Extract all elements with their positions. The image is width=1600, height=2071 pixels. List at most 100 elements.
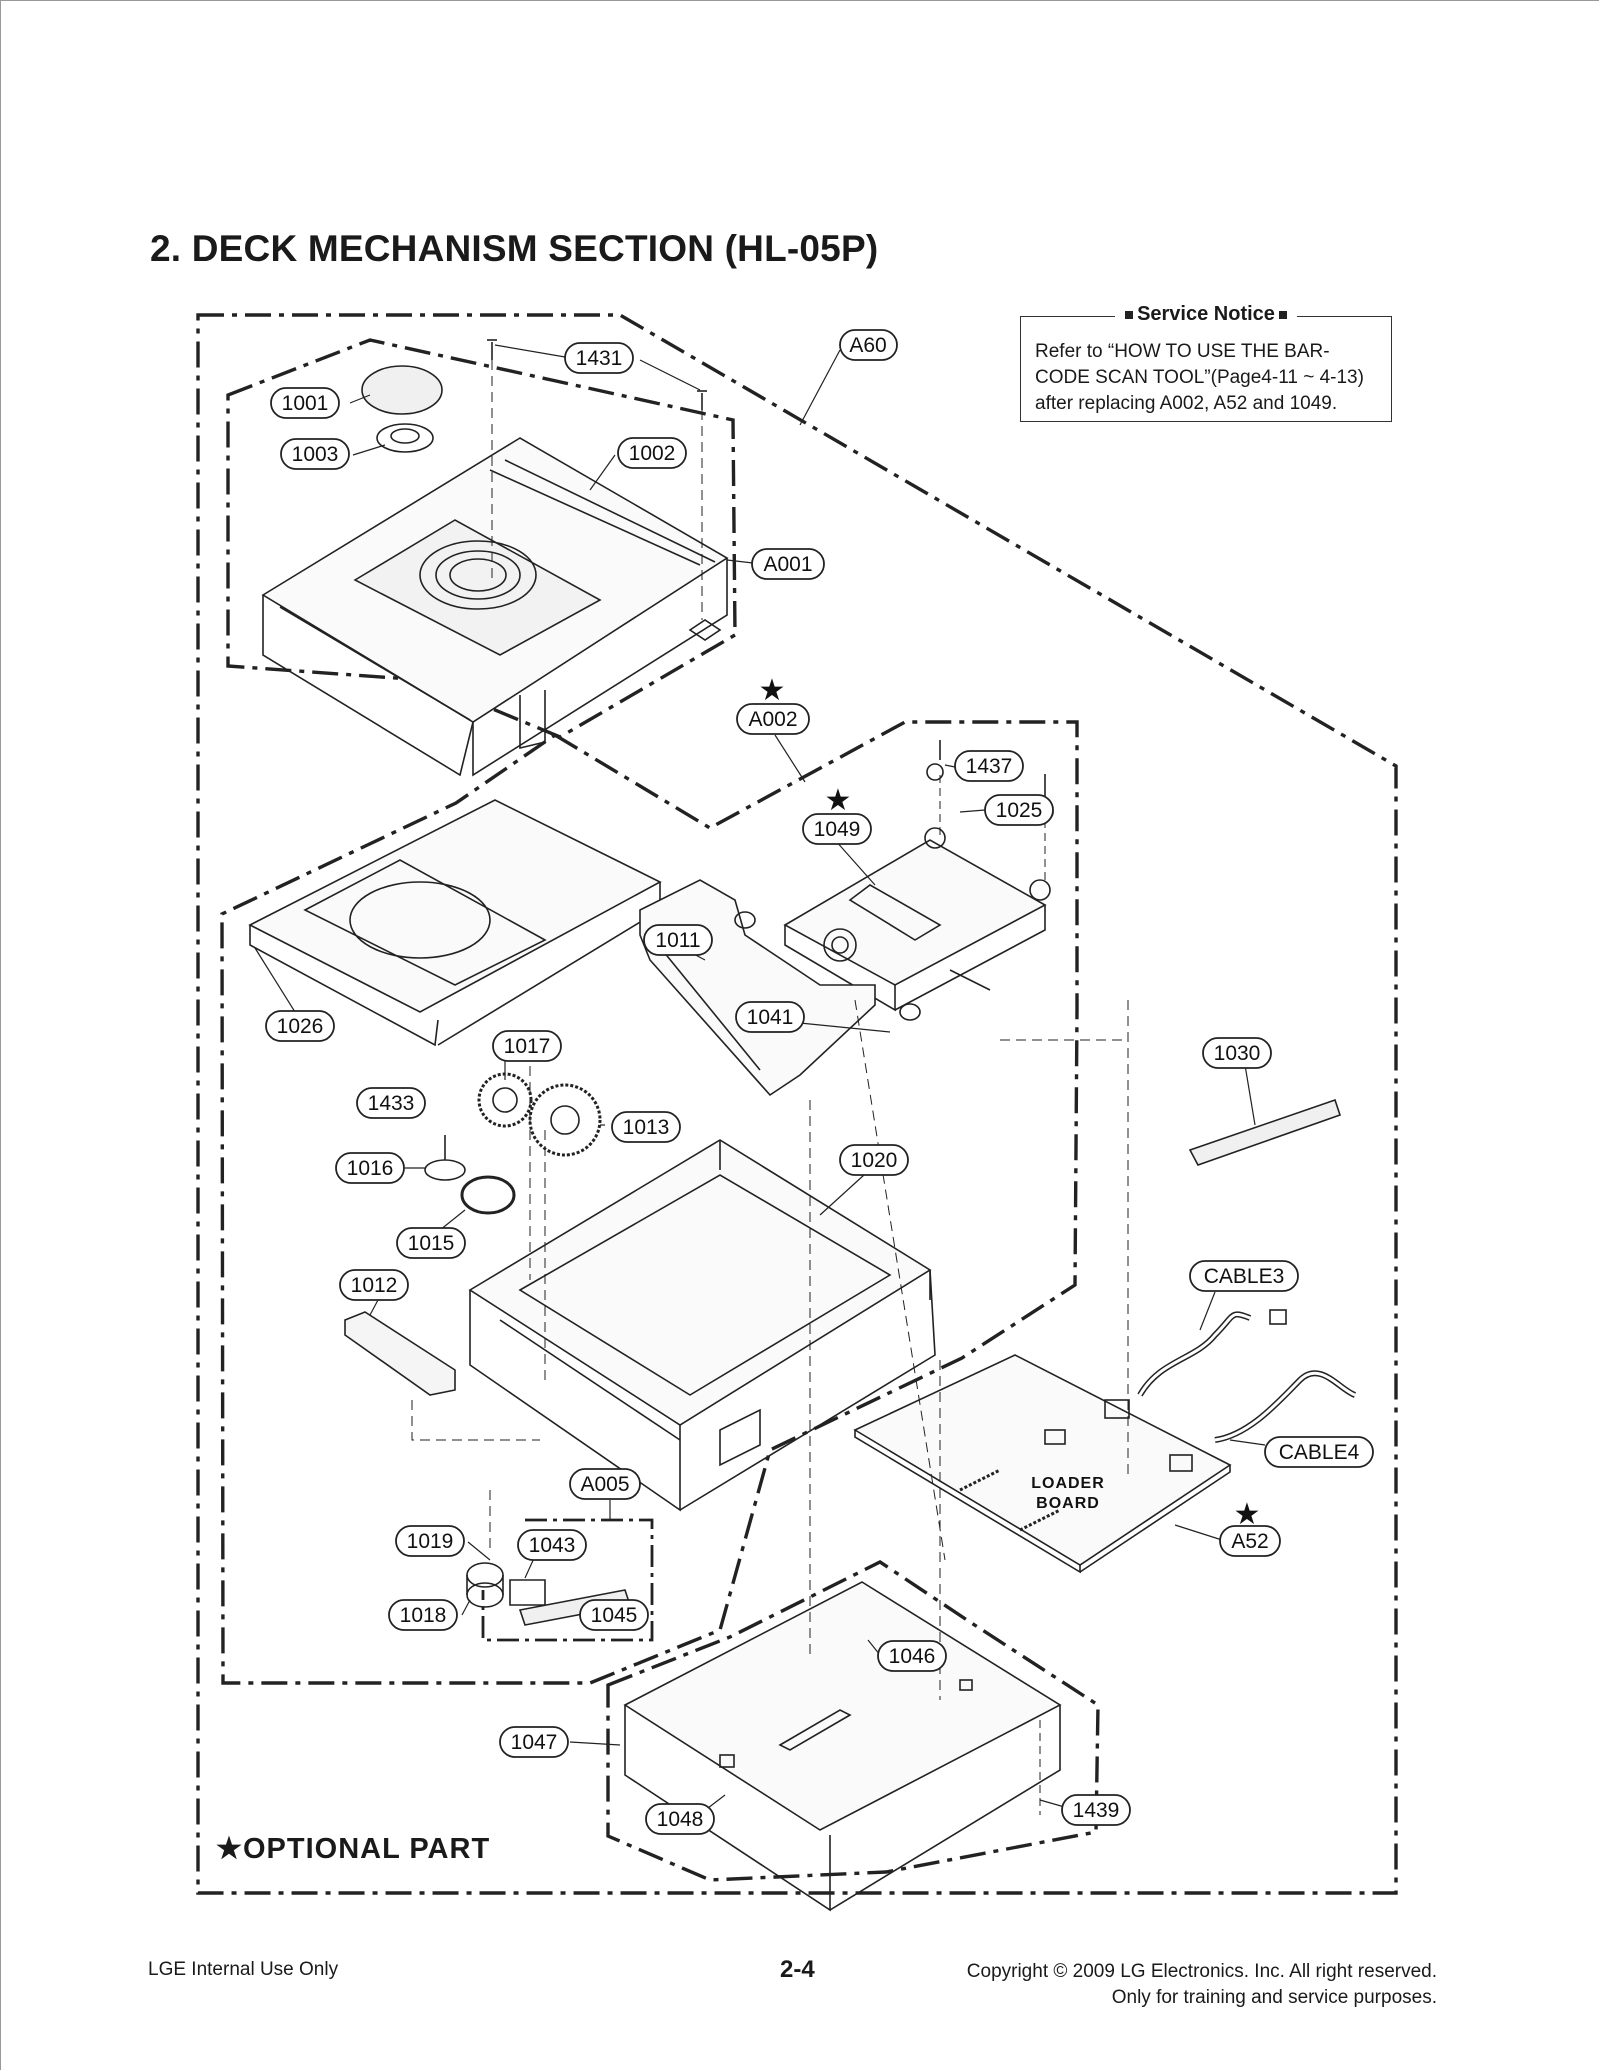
slider-cam bbox=[344, 1311, 456, 1396]
callout-a002: A002 bbox=[736, 703, 810, 735]
callout-1048: 1048 bbox=[645, 1803, 715, 1835]
callout-1013: 1013 bbox=[611, 1111, 681, 1143]
svg-text:1018: 1018 bbox=[400, 1604, 447, 1627]
main-chassis bbox=[468, 1139, 936, 1512]
svg-text:CABLE4: CABLE4 bbox=[1279, 1441, 1360, 1464]
service-notice-line: CODE SCAN TOOL”(Page4-11 ~ 4-13) bbox=[1035, 367, 1364, 388]
svg-text:CABLE3: CABLE3 bbox=[1204, 1265, 1285, 1288]
callout-1045: 1045 bbox=[579, 1599, 649, 1631]
svg-text:1003: 1003 bbox=[292, 443, 339, 466]
svg-text:1019: 1019 bbox=[407, 1530, 454, 1553]
callout-1002: 1002 bbox=[617, 437, 687, 469]
svg-text:1049: 1049 bbox=[814, 818, 861, 841]
svg-text:A005: A005 bbox=[580, 1473, 629, 1496]
star-icon: ★ bbox=[759, 673, 786, 708]
callout-1030: 1030 bbox=[1202, 1037, 1272, 1069]
callout-1437: 1437 bbox=[954, 750, 1024, 782]
callout-1018: 1018 bbox=[388, 1599, 458, 1631]
alignment-lines bbox=[411, 999, 1129, 1700]
star-icon: ★ bbox=[1234, 1497, 1261, 1532]
callout-1015: 1015 bbox=[396, 1227, 466, 1259]
bottom-plate bbox=[623, 1581, 1062, 1912]
callout-1003: 1003 bbox=[280, 438, 350, 470]
square-bullet-icon bbox=[1278, 310, 1287, 319]
callout-a001: A001 bbox=[751, 548, 825, 580]
callout-1049: 1049 bbox=[802, 813, 872, 845]
callout-1433: 1433 bbox=[356, 1087, 426, 1119]
callout-1012: 1012 bbox=[339, 1269, 409, 1301]
svg-text:1012: 1012 bbox=[351, 1274, 398, 1297]
callout-1020: 1020 bbox=[839, 1144, 909, 1176]
svg-text:1431: 1431 bbox=[576, 347, 623, 370]
svg-text:1001: 1001 bbox=[282, 392, 329, 415]
callout-a52: A52 bbox=[1219, 1525, 1281, 1557]
svg-text:1020: 1020 bbox=[851, 1149, 898, 1172]
cable3-connector bbox=[1269, 1309, 1287, 1325]
svg-text:1433: 1433 bbox=[368, 1092, 415, 1115]
callout-1019: 1019 bbox=[395, 1525, 465, 1557]
gear-1017 bbox=[477, 1072, 533, 1128]
svg-text:1011: 1011 bbox=[655, 929, 700, 952]
page-title: 2. DECK MECHANISM SECTION (HL-05P) bbox=[150, 228, 879, 269]
optional-star-markers: ★ ★ ★ bbox=[759, 673, 1261, 1532]
copyright-line: Copyright © 2009 LG Electronics. Inc. Al… bbox=[966, 1961, 1437, 1982]
pulley-1016 bbox=[424, 1159, 466, 1181]
svg-text:1041: 1041 bbox=[747, 1006, 794, 1029]
group-boundaries bbox=[196, 313, 1398, 1895]
svg-text:A52: A52 bbox=[1231, 1530, 1268, 1553]
svg-text:1046: 1046 bbox=[889, 1645, 936, 1668]
service-notice-box: Service Notice Refer to “HOW TO USE THE … bbox=[1020, 303, 1392, 422]
callout-1431: 1431 bbox=[564, 342, 634, 374]
square-bullet-icon bbox=[1125, 310, 1134, 319]
svg-text:1025: 1025 bbox=[996, 799, 1043, 822]
svg-text:1030: 1030 bbox=[1214, 1042, 1261, 1065]
svg-text:A002: A002 bbox=[748, 708, 797, 731]
boundary-a052-base bbox=[606, 1560, 1100, 1882]
callout-1026: 1026 bbox=[265, 1010, 335, 1042]
star-icon: ★ bbox=[825, 783, 852, 818]
svg-text:1013: 1013 bbox=[623, 1116, 670, 1139]
cable4-wire bbox=[1214, 1370, 1357, 1443]
belt-1015 bbox=[460, 1175, 516, 1215]
disc-tray bbox=[248, 799, 662, 1047]
gear-1013 bbox=[528, 1083, 602, 1157]
svg-text:1002: 1002 bbox=[629, 442, 676, 465]
disc-clamp-cover bbox=[361, 365, 443, 415]
svg-text:1026: 1026 bbox=[277, 1015, 324, 1038]
callout-1439: 1439 bbox=[1061, 1794, 1131, 1826]
svg-text:A001: A001 bbox=[763, 553, 812, 576]
callout-a005: A005 bbox=[569, 1468, 641, 1500]
star-icon: ★ bbox=[216, 1833, 243, 1865]
callout-1047: 1047 bbox=[499, 1726, 569, 1758]
screws-1431 bbox=[487, 339, 707, 410]
leader-lines bbox=[254, 344, 1266, 1819]
callout-cable4: CABLE4 bbox=[1264, 1436, 1374, 1468]
svg-text:1043: 1043 bbox=[529, 1534, 576, 1557]
footer-internal-use: LGE Internal Use Only bbox=[148, 1959, 339, 1980]
svg-text:1015: 1015 bbox=[408, 1232, 455, 1255]
service-notice-text: Refer to “HOW TO USE THE BAR- CODE SCAN … bbox=[1035, 339, 1383, 417]
svg-text:1437: 1437 bbox=[966, 755, 1013, 778]
callout-cable3: CABLE3 bbox=[1189, 1260, 1299, 1292]
outer-boundary-a60 bbox=[196, 313, 1398, 1895]
callout-1016: 1016 bbox=[335, 1152, 405, 1184]
callout-1025: 1025 bbox=[984, 794, 1054, 826]
callout-1017: 1017 bbox=[492, 1030, 562, 1062]
callout-1041: 1041 bbox=[735, 1001, 805, 1033]
traverse-mechanism bbox=[783, 763, 1054, 1012]
callout-a60: A60 bbox=[839, 329, 898, 361]
callout-1046: 1046 bbox=[877, 1640, 947, 1672]
callout-labels: 1431 A60 1001 1003 1002 A001 A002 1437 1… bbox=[265, 329, 1374, 1835]
svg-text:1048: 1048 bbox=[657, 1808, 704, 1831]
service-notice-line: Refer to “HOW TO USE THE BAR- bbox=[1035, 341, 1330, 362]
cable3-wire bbox=[1137, 1311, 1252, 1397]
svg-text:1047: 1047 bbox=[511, 1731, 558, 1754]
sensor-switch bbox=[509, 1579, 546, 1606]
loader-board-label-2: BOARD bbox=[1036, 1495, 1100, 1512]
optional-part-legend: ★OPTIONAL PART bbox=[216, 1831, 490, 1866]
callout-1011: 1011 bbox=[643, 924, 713, 956]
service-notice-heading: Service Notice bbox=[1021, 303, 1391, 326]
service-notice-title: Service Notice bbox=[1137, 303, 1275, 325]
